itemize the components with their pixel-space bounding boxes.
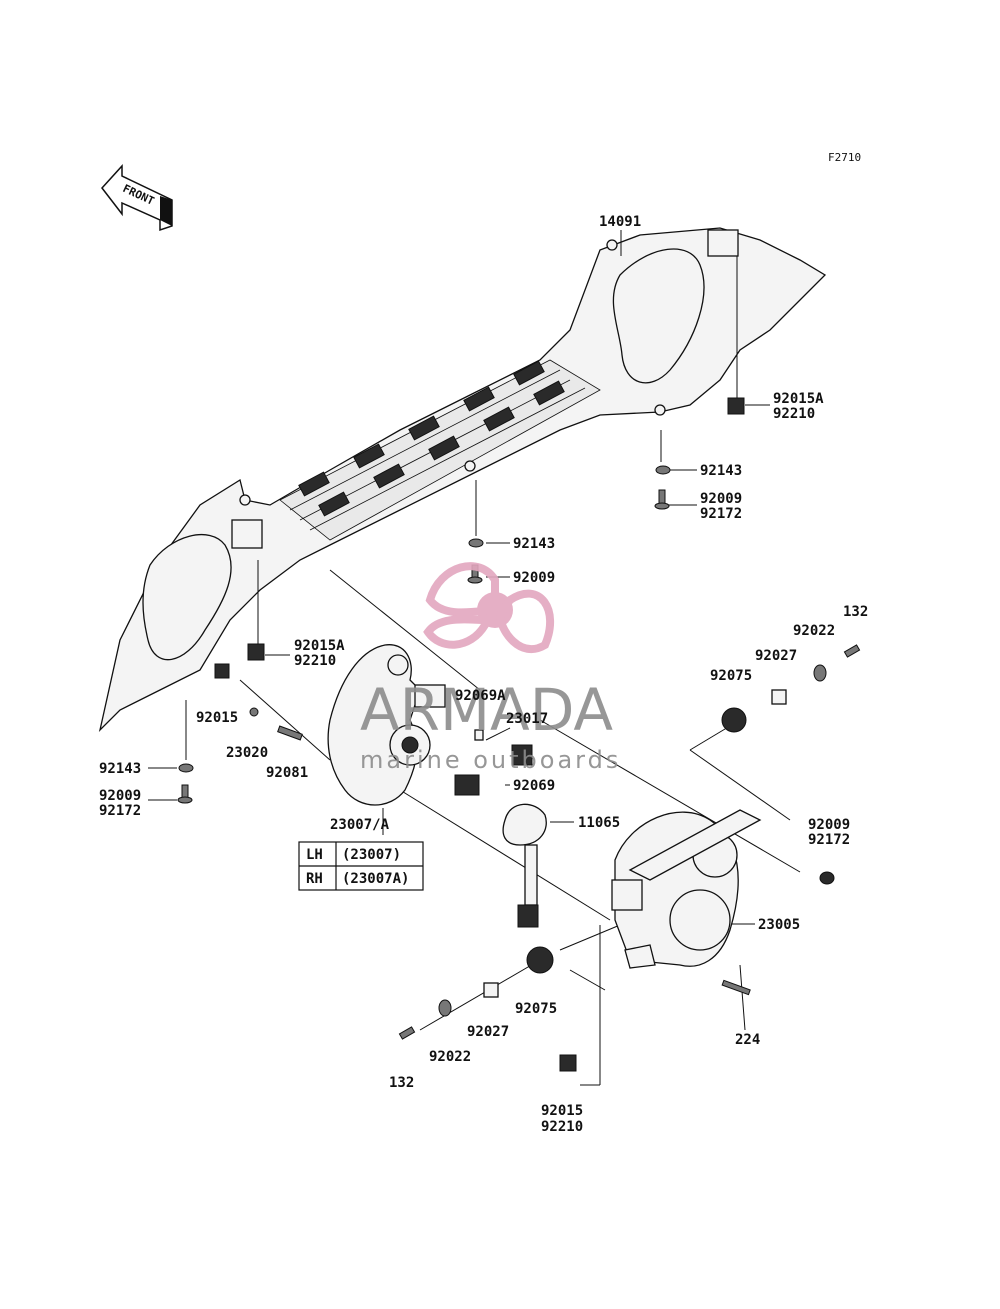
callout-92015-bottom: 92015 bbox=[541, 1103, 583, 1119]
callout-92081: 92081 bbox=[266, 765, 308, 781]
callout-92009-mid: 92009 bbox=[513, 570, 555, 586]
callout-23005: 23005 bbox=[758, 917, 800, 933]
callout-92075-right: 92075 bbox=[710, 668, 752, 684]
headlight-housing-23005 bbox=[611, 809, 762, 969]
callout-92015A-left: 92015A bbox=[294, 638, 345, 654]
callout-92143-left: 92143 bbox=[99, 761, 141, 777]
callout-14091: 14091 bbox=[599, 214, 641, 230]
callout-132-right: 132 bbox=[843, 604, 868, 620]
callout-92069A: 92069A bbox=[455, 688, 506, 704]
callout-92009-right: 92009 bbox=[808, 817, 850, 833]
headlight-cover-14091 bbox=[98, 227, 827, 733]
callout-92172-left: 92172 bbox=[99, 803, 141, 819]
callout-92027-right: 92027 bbox=[755, 648, 797, 664]
callout-92210-bottom: 92210 bbox=[541, 1119, 583, 1135]
table-side-rh: RH bbox=[306, 871, 323, 887]
table-side-lh: LH bbox=[306, 847, 323, 863]
callout-92022-bottom: 92022 bbox=[429, 1049, 471, 1065]
callout-92143-mid: 92143 bbox=[513, 536, 555, 552]
figure-id: F2710 bbox=[828, 151, 861, 164]
callout-92009-left: 92009 bbox=[99, 788, 141, 804]
table-part-lh: (23007) bbox=[342, 847, 401, 863]
callout-92027-bottom: 92027 bbox=[467, 1024, 509, 1040]
callout-23020: 23020 bbox=[226, 745, 268, 761]
callout-92210-top: 92210 bbox=[773, 406, 815, 422]
callout-23017: 23017 bbox=[506, 711, 548, 727]
callout-92143-top: 92143 bbox=[700, 463, 742, 479]
callout-92022-right: 92022 bbox=[793, 623, 835, 639]
callout-92075-bottom: 92075 bbox=[515, 1001, 557, 1017]
callout-92015A-top: 92015A bbox=[773, 391, 824, 407]
side-variant-table: LH (23007) RH (23007A) bbox=[298, 841, 424, 891]
front-arrow-icon: FRONT bbox=[101, 164, 173, 232]
callout-23007A: 23007/A bbox=[330, 817, 390, 833]
leader-lines bbox=[148, 230, 801, 1086]
callout-92009-top: 92009 bbox=[700, 491, 742, 507]
callout-132-bottom: 132 bbox=[389, 1075, 414, 1091]
brand-watermark: ARMADA marine outboards bbox=[360, 562, 621, 774]
table-part-rh: (23007A) bbox=[342, 871, 409, 887]
hardware-parts bbox=[177, 397, 861, 1072]
callout-224: 224 bbox=[735, 1032, 760, 1048]
callout-92210-left: 92210 bbox=[294, 653, 336, 669]
callout-92015-left: 92015 bbox=[196, 710, 238, 726]
headlight-assembly-23007 bbox=[327, 644, 547, 928]
watermark-brand: ARMADA bbox=[360, 676, 613, 744]
watermark-tagline: marine outboards bbox=[360, 746, 621, 774]
callout-11065: 11065 bbox=[578, 815, 620, 831]
callout-92069: 92069 bbox=[513, 778, 555, 794]
callout-labels: 14091 92015A 92210 92143 92009 92172 921… bbox=[99, 214, 868, 1135]
callout-92172-top: 92172 bbox=[700, 506, 742, 522]
callout-92172-right: 92172 bbox=[808, 832, 850, 848]
